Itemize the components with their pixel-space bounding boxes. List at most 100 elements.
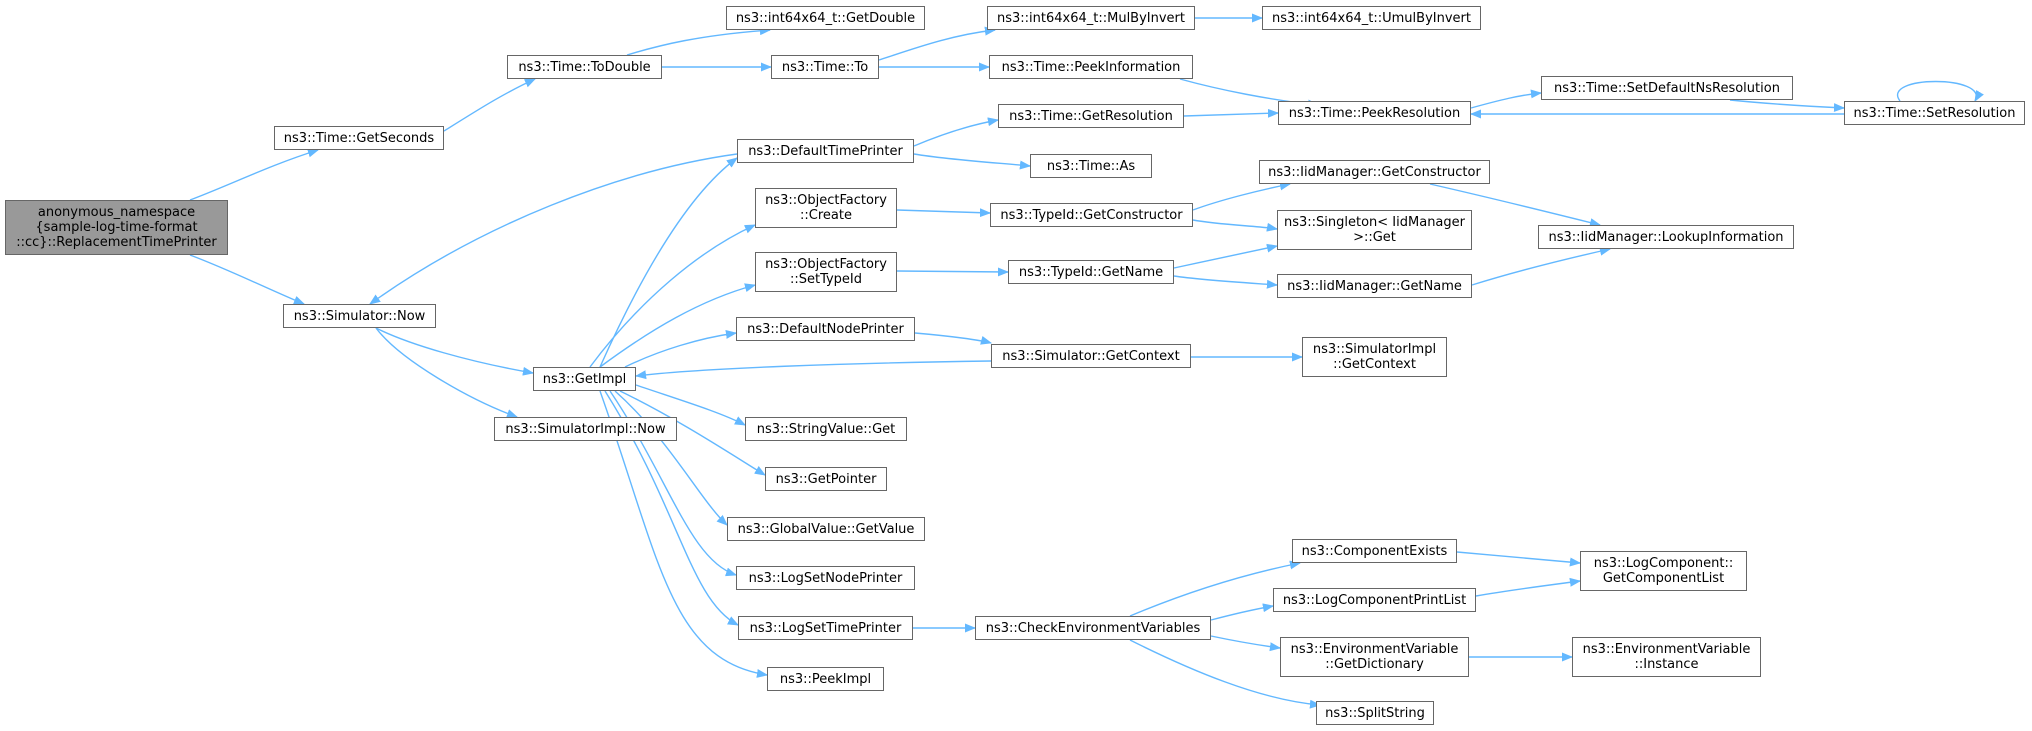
node-iidmanager-lookupinformation[interactable]: ns3::IidManager::LookupInformation <box>1538 225 1794 249</box>
node-label: ns3::Time::To <box>781 59 869 75</box>
node-globalvalue-getvalue[interactable]: ns3::GlobalValue::GetValue <box>727 517 925 541</box>
call-edge <box>599 157 738 368</box>
node-time-peekinformation[interactable]: ns3::Time::PeekInformation <box>989 55 1193 79</box>
node-label: ns3::StringValue::Get <box>756 421 896 437</box>
call-edge <box>1896 80 1984 102</box>
node-label: ::Create <box>800 208 852 223</box>
node-int64x64-mulbyinvert[interactable]: ns3::int64x64_t::MulByInvert <box>987 6 1195 30</box>
node-label: ns3::LogComponent:: <box>1593 556 1734 571</box>
node-label: ::GetDictionary <box>1325 657 1424 672</box>
node-label: ns3::TypeId::GetConstructor <box>1000 207 1183 223</box>
node-label: ::cc}::ReplacementTimePrinter <box>16 235 217 250</box>
node-simulator-now[interactable]: ns3::Simulator::Now <box>283 304 436 328</box>
node-time-peekresolution[interactable]: ns3::Time::PeekResolution <box>1278 101 1471 125</box>
node-log-component-print-list[interactable]: ns3::LogComponentPrintList <box>1273 588 1476 612</box>
node-label: ns3::Time::SetDefaultNsResolution <box>1554 80 1780 96</box>
node-label: ns3::DefaultNodePrinter <box>747 321 904 337</box>
node-time-setresolution[interactable]: ns3::Time::SetResolution <box>1844 101 2025 125</box>
node-time-getresolution[interactable]: ns3::Time::GetResolution <box>998 104 1184 128</box>
node-label: ns3::SimulatorImpl <box>1312 342 1437 357</box>
call-edge <box>375 327 519 418</box>
node-label: ns3::Time::ToDouble <box>518 59 651 75</box>
call-edge <box>878 26 997 61</box>
node-label: ns3::IidManager::GetName <box>1287 278 1462 294</box>
call-edge <box>913 153 1032 170</box>
node-objectfactory-settypeid[interactable]: ns3::ObjectFactory::SetTypeId <box>755 252 897 292</box>
node-label: anonymous_namespace <box>37 205 196 220</box>
node-stringvalue-get[interactable]: ns3::StringValue::Get <box>745 417 907 441</box>
node-label: {sample-log-time-format <box>35 220 198 235</box>
node-label: ns3::TypeId::GetName <box>1018 264 1164 280</box>
node-log-set-node-printer[interactable]: ns3::LogSetNodePrinter <box>736 566 915 590</box>
node-splitstring[interactable]: ns3::SplitString <box>1316 701 1434 725</box>
node-objectfactory-create[interactable]: ns3::ObjectFactory::Create <box>755 188 897 228</box>
call-edge <box>189 254 306 305</box>
node-default-time-printer[interactable]: ns3::DefaultTimePrinter <box>737 139 914 163</box>
node-label: ::SetTypeId <box>789 272 863 287</box>
call-edge <box>1471 246 1612 286</box>
call-edge <box>626 26 772 56</box>
call-edge <box>1129 639 1322 709</box>
node-default-node-printer[interactable]: ns3::DefaultNodePrinter <box>736 317 915 341</box>
node-iidmanager-getname[interactable]: ns3::IidManager::GetName <box>1277 274 1472 298</box>
call-edge <box>589 224 757 368</box>
node-int64x64-getdouble[interactable]: ns3::int64x64_t::GetDouble <box>726 6 925 30</box>
node-int64x64-umulbyinvert[interactable]: ns3::int64x64_t::UmulByInvert <box>1262 6 1481 30</box>
node-label: ns3::SplitString <box>1325 705 1425 721</box>
node-time-setdefaultnsresolution[interactable]: ns3::Time::SetDefaultNsResolution <box>1541 76 1793 100</box>
node-iidmanager-getconstructor[interactable]: ns3::IidManager::GetConstructor <box>1259 160 1490 184</box>
node-logcomponent-getcomponentlist[interactable]: ns3::LogComponent::GetComponentList <box>1580 551 1747 591</box>
node-simulatorimpl-getcontext[interactable]: ns3::SimulatorImpl::GetContext <box>1302 337 1447 377</box>
node-label: ns3::Simulator::Now <box>293 308 426 324</box>
node-time-as[interactable]: ns3::Time::As <box>1030 154 1152 178</box>
node-label: ::Instance <box>1634 657 1699 672</box>
node-label: ns3::Time::PeekInformation <box>1001 59 1181 75</box>
node-typeid-getname[interactable]: ns3::TypeId::GetName <box>1008 260 1174 284</box>
node-environmentvariable-instance[interactable]: ns3::EnvironmentVariable::Instance <box>1572 637 1761 677</box>
node-simulatorimpl-now[interactable]: ns3::SimulatorImpl::Now <box>494 417 677 441</box>
node-typeid-getconstructor[interactable]: ns3::TypeId::GetConstructor <box>990 203 1193 227</box>
call-edge <box>443 78 537 132</box>
node-label: ns3::ObjectFactory <box>765 193 887 208</box>
node-peekimpl[interactable]: ns3::PeekImpl <box>767 667 884 691</box>
node-label: ns3::int64x64_t::MulByInvert <box>996 10 1185 26</box>
node-environmentvariable-getdictionary[interactable]: ns3::EnvironmentVariable::GetDictionary <box>1280 637 1469 677</box>
call-edge <box>614 390 728 526</box>
node-time-to[interactable]: ns3::Time::To <box>771 55 879 79</box>
call-edge <box>1210 635 1282 652</box>
call-edge <box>914 332 993 345</box>
call-edge <box>1470 89 1543 109</box>
node-time-todouble[interactable]: ns3::Time::ToDouble <box>507 55 662 79</box>
call-edge <box>1192 219 1279 232</box>
node-log-set-time-printer[interactable]: ns3::LogSetTimePrinter <box>738 616 913 640</box>
node-label: ns3::PeekImpl <box>779 671 872 687</box>
node-simulator-getcontext[interactable]: ns3::Simulator::GetContext <box>991 344 1191 368</box>
node-label: ns3::LogComponentPrintList <box>1282 592 1467 608</box>
call-edge <box>1173 275 1279 289</box>
call-edge <box>1173 243 1279 269</box>
node-label: ns3::GlobalValue::GetValue <box>737 521 915 537</box>
node-label: ns3::GetPointer <box>775 471 877 487</box>
call-edge <box>635 384 746 426</box>
node-component-exists[interactable]: ns3::ComponentExists <box>1292 539 1457 563</box>
node-singleton-iidmanager-get[interactable]: ns3::Singleton< IidManager>::Get <box>1277 210 1472 250</box>
node-label: ns3::DefaultTimePrinter <box>748 143 903 159</box>
call-edge <box>375 327 535 376</box>
call-edge <box>896 267 1010 277</box>
call-edge <box>1129 560 1302 617</box>
call-edge <box>913 117 1000 147</box>
call-edge <box>1456 551 1582 567</box>
node-getpointer[interactable]: ns3::GetPointer <box>765 467 887 491</box>
call-edge <box>1192 181 1292 211</box>
node-time-getseconds[interactable]: ns3::Time::GetSeconds <box>274 126 444 150</box>
call-edge <box>599 283 757 368</box>
node-getimpl[interactable]: ns3::GetImpl <box>533 367 636 391</box>
node-label: ns3::SimulatorImpl::Now <box>505 421 666 437</box>
node-check-environment-variables[interactable]: ns3::CheckEnvironmentVariables <box>975 616 1211 640</box>
node-label: >::Get <box>1353 230 1396 245</box>
node-label: ns3::Time::SetResolution <box>1853 105 2016 121</box>
node-label: ns3::Time::PeekResolution <box>1288 105 1461 121</box>
call-edge <box>1210 603 1275 621</box>
